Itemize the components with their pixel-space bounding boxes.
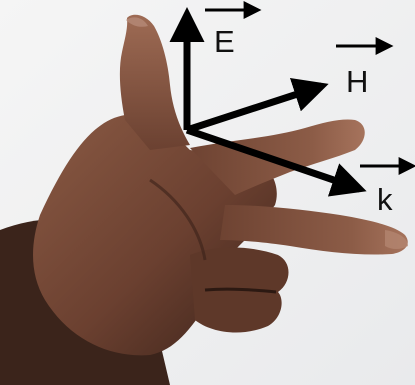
e-label: E: [214, 24, 235, 59]
h-label: H: [346, 64, 368, 99]
k-label: k: [377, 182, 393, 217]
